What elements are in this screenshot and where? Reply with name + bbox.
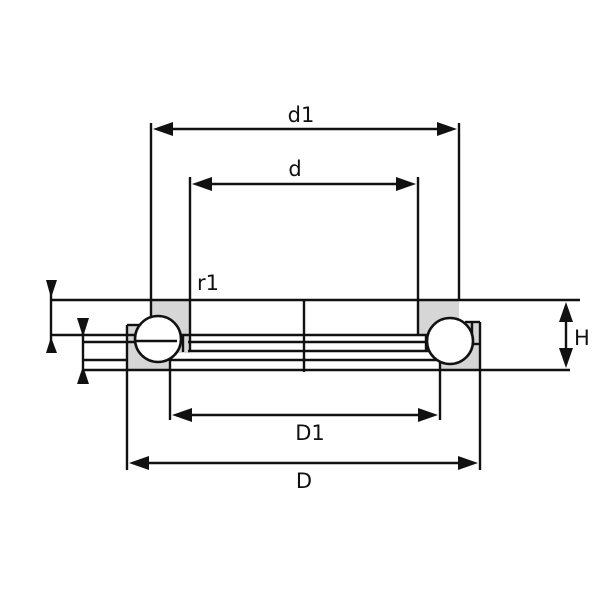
ball-right [425, 316, 475, 366]
arrow-up-icon [77, 366, 89, 384]
arrow-right-icon [396, 177, 416, 191]
label-d1: d1 [288, 103, 315, 127]
dimension-H: H [559, 302, 590, 368]
arrow-left-icon [172, 408, 192, 422]
label-H: H [574, 326, 590, 350]
label-d: d [288, 157, 301, 181]
arrow-left-icon [129, 456, 149, 470]
arrow-up-icon [559, 302, 573, 322]
horizontal-lines [50, 298, 580, 372]
dimension-left-washer [46, 280, 57, 353]
dimension-D: D [129, 456, 478, 493]
label-r1: r1 [197, 271, 219, 295]
ball-left [133, 314, 183, 364]
arrow-up-icon [46, 337, 57, 353]
arrow-down-icon [559, 348, 573, 368]
dimension-d1: d1 [153, 103, 457, 136]
arrow-right-icon [437, 122, 457, 136]
arrow-down-icon [46, 280, 57, 298]
arrow-left-icon [153, 122, 173, 136]
dimension-left-housing [77, 318, 89, 384]
arrow-right-icon [458, 456, 478, 470]
label-D: D [296, 469, 312, 493]
label-D1: D1 [295, 421, 325, 445]
arrow-down-icon [77, 318, 89, 337]
arrow-left-icon [192, 177, 212, 191]
dimension-D1: D1 [172, 408, 438, 445]
dimension-d: d [192, 157, 416, 191]
arrow-right-icon [418, 408, 438, 422]
